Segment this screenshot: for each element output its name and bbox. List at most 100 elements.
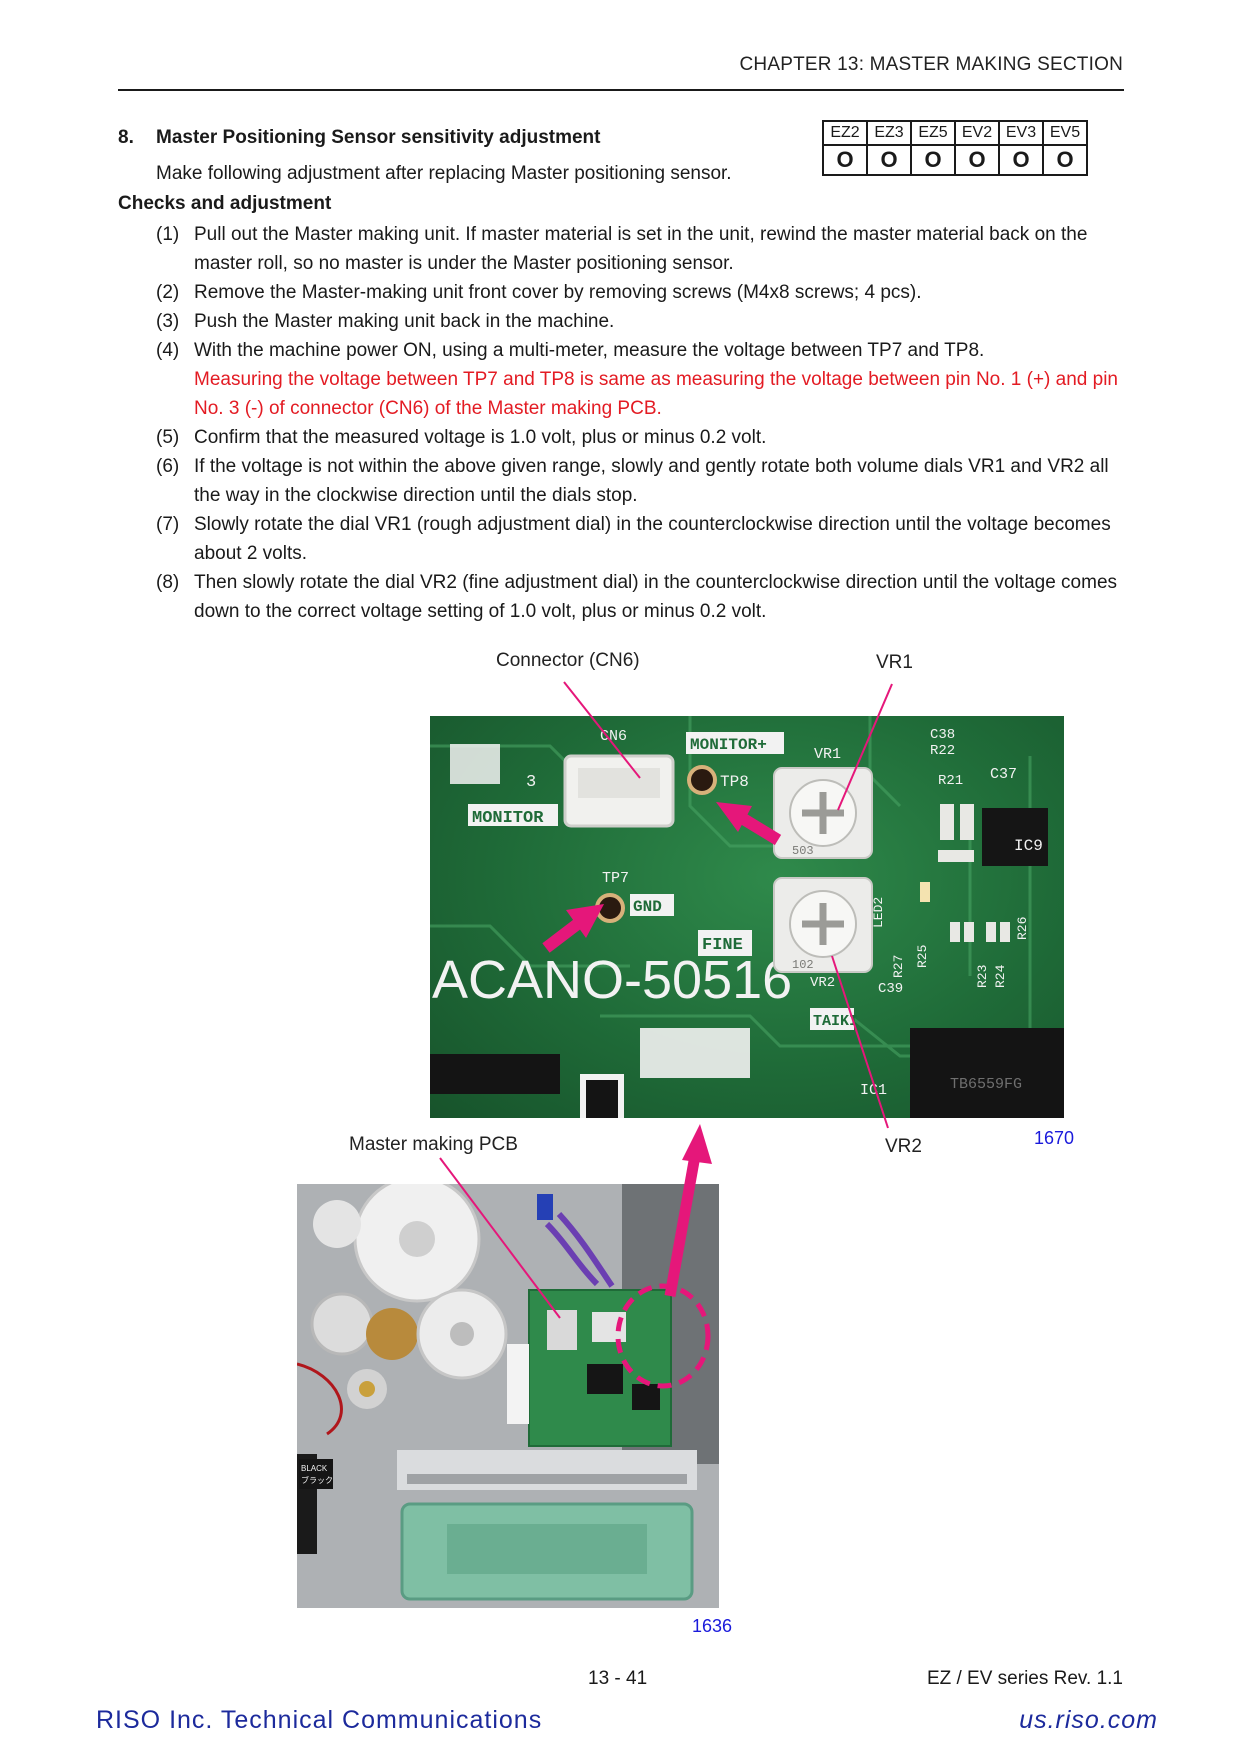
compat-mark-row: O O O O O O — [822, 144, 1088, 176]
black-sticker — [299, 1459, 333, 1489]
silk-monitor-plus: MONITOR+ — [690, 736, 767, 754]
step-number: (5) — [156, 427, 180, 448]
step-note: Measuring the voltage between TP7 and TP… — [194, 369, 1118, 419]
pcb-closeup-drawing: MONITOR 3 CN6 MONITOR+ TP8 TP7 GND FINE … — [430, 716, 1064, 1118]
label-master-making-pcb: Master making PCB — [349, 1134, 518, 1155]
compat-model: EZ2 — [822, 120, 868, 146]
step-number: (2) — [156, 282, 180, 303]
step-number: (7) — [156, 514, 180, 535]
compat-mark: O — [910, 144, 956, 176]
leader-pcb — [439, 1157, 561, 1319]
chip-marking: TB6559FG — [950, 1076, 1022, 1093]
pcb-closeup-photo: MONITOR 3 CN6 MONITOR+ TP8 TP7 GND FINE … — [430, 716, 1064, 1118]
sticker-black-jp: ブラック — [301, 1475, 333, 1485]
page-number: 13 - 41 — [588, 1668, 648, 1689]
label-vr1: VR1 — [876, 652, 913, 673]
brand-right: us.riso.com — [1019, 1706, 1158, 1734]
silk-tp7: TP7 — [602, 870, 629, 887]
compat-header-row: EZ2 EZ3 EZ5 EV2 EV3 EV5 — [822, 120, 1088, 146]
revision-text: EZ / EV series Rev. 1.1 — [926, 1668, 1123, 1689]
ic9-chip — [982, 808, 1048, 866]
section-intro: Make following adjustment after replacin… — [156, 163, 732, 184]
silk-r26: R26 — [1015, 917, 1030, 940]
figure-number-bottom: 1636 — [692, 1616, 733, 1636]
model-compat-table: EZ2 EZ3 EZ5 EV2 EV3 EV5 O O O O O O — [822, 120, 1088, 176]
taiki-silk-box — [810, 1008, 854, 1030]
machine-overview-drawing: BLACK ブラック — [297, 1184, 719, 1608]
arrow-zoom-head — [682, 1124, 712, 1164]
step-text: With the machine power ON, using a multi… — [194, 340, 985, 361]
zoom-area-circle — [615, 1283, 711, 1389]
step-number: (6) — [156, 456, 180, 477]
label-connector-cn6: Connector (CN6) — [496, 650, 640, 671]
gnd-silk-box — [630, 894, 674, 916]
chapter-header: CHAPTER 13: MASTER MAKING SECTION — [739, 54, 1123, 75]
compat-mark: O — [954, 144, 1000, 176]
step-number: (8) — [156, 572, 180, 593]
machine-overview-photo: BLACK ブラック — [297, 1184, 719, 1608]
step-item: (8) Then slowly rotate the dial VR2 (fine… — [156, 568, 1126, 626]
step-number: (3) — [156, 311, 180, 332]
section-number: 8. — [118, 127, 134, 148]
step-number: (4) — [156, 340, 180, 361]
leader-vr1 — [837, 683, 893, 811]
brand-left: RISO Inc. Technical Communications — [96, 1706, 543, 1734]
silk-tp8: TP8 — [720, 773, 749, 791]
compat-model: EV2 — [954, 120, 1000, 146]
step-item: (3) Push the Master making unit back in t… — [156, 307, 1126, 336]
compat-mark: O — [998, 144, 1044, 176]
steps-list: (1) Pull out the Master making unit. If m… — [156, 220, 1126, 626]
arrow-tp7-head — [566, 904, 604, 938]
silk-cn6: CN6 — [600, 728, 627, 745]
step-text: Push the Master making unit back in the … — [194, 311, 615, 332]
silk-monitor: MONITOR — [472, 809, 544, 828]
step-text: Slowly rotate the dial VR1 (rough adjust… — [194, 514, 1111, 564]
step-text: Then slowly rotate the dial VR2 (fine ad… — [194, 572, 1118, 622]
compat-mark: O — [1042, 144, 1088, 176]
silk-r23: R23 — [975, 965, 990, 988]
silk-led2: LED2 — [871, 897, 886, 928]
leader-vr2 — [831, 955, 889, 1129]
silk-board-id: ACANO-50516 — [432, 950, 792, 1010]
compat-model: EZ3 — [866, 120, 912, 146]
step-number: (1) — [156, 224, 180, 245]
silk-r21: R21 — [938, 773, 963, 789]
step-text: Confirm that the measured voltage is 1.0… — [194, 427, 767, 448]
header-rule — [118, 89, 1124, 91]
tp8-test-point — [687, 765, 717, 795]
step-item: (5) Confirm that the measured voltage is … — [156, 423, 1126, 452]
silk-vr1: VR1 — [814, 746, 841, 763]
silk-gnd: GND — [633, 898, 662, 916]
section-title: 8. Master Positioning Sensor sensitivity … — [118, 127, 601, 149]
step-text: Pull out the Master making unit. If mast… — [194, 224, 1088, 274]
fine-silk-box — [698, 930, 752, 956]
figure-number-top: 1670 — [1034, 1128, 1075, 1148]
compat-model: EZ5 — [910, 120, 956, 146]
silk-c37: C37 — [990, 766, 1017, 783]
compat-model: EV3 — [998, 120, 1044, 146]
compat-mark: O — [822, 144, 868, 176]
silk-r22: R22 — [930, 743, 955, 759]
compat-model: EV5 — [1042, 120, 1088, 146]
sticker-black-en: BLACK — [301, 1464, 328, 1473]
monitor-silk-box — [468, 804, 558, 826]
step-text: If the voltage is not within the above g… — [194, 456, 1109, 506]
step-item: (4) With the machine power ON, using a mu… — [156, 336, 1126, 423]
step-item: (6) If the voltage is not within the abov… — [156, 452, 1126, 510]
silk-r27: R27 — [891, 955, 906, 978]
silk-ic9: IC9 — [1014, 837, 1043, 855]
section-title-text: Master Positioning Sensor sensitivity ad… — [156, 127, 601, 148]
arrow-zoom-shaft — [664, 1149, 702, 1297]
arrow-tp8-head — [716, 802, 752, 832]
step-body: With the machine power ON, using a multi… — [194, 336, 1126, 423]
silk-fine: FINE — [702, 936, 743, 955]
silk-c38: C38 — [930, 727, 955, 743]
vr2-code: 102 — [792, 958, 814, 972]
silk-c39: C39 — [878, 981, 903, 997]
step-item: (7) Slowly rotate the dial VR1 (rough adj… — [156, 510, 1126, 568]
silk-vr2: VR2 — [810, 975, 835, 991]
vr1-code: 503 — [792, 844, 814, 858]
silk-r24: R24 — [993, 964, 1008, 988]
step-item: (2)Remove the Master-making unit front c… — [156, 278, 1126, 307]
checks-heading: Checks and adjustment — [118, 193, 332, 214]
